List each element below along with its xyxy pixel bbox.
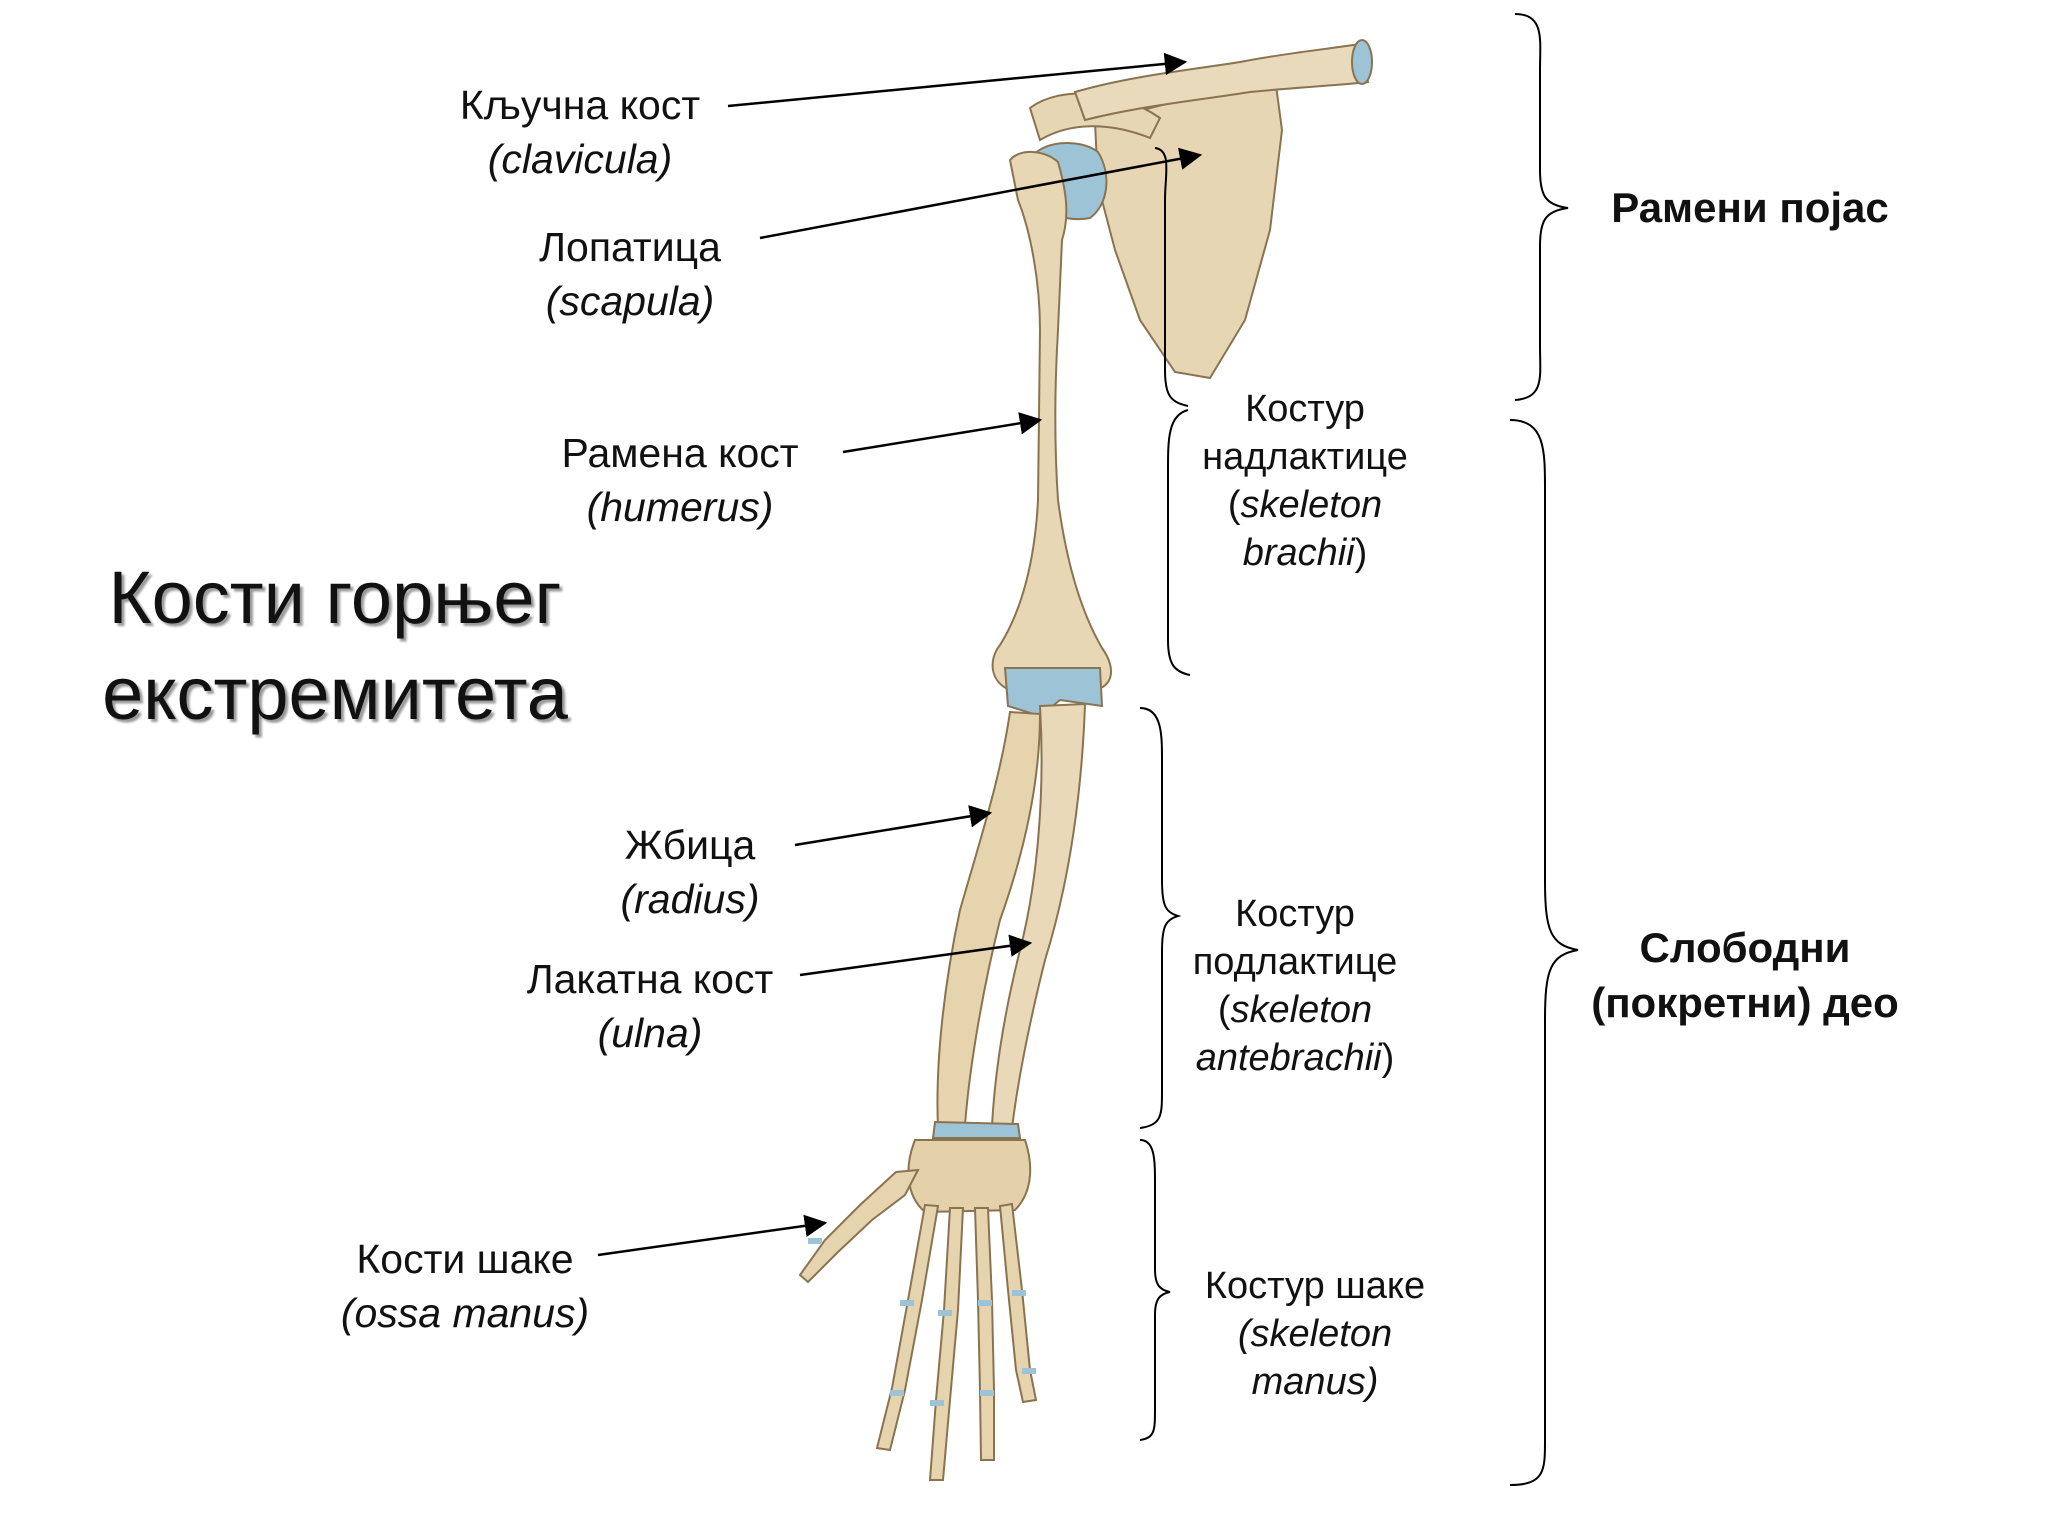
- subgroup-manus: Костур шаке (skeleton manus): [1180, 1262, 1450, 1406]
- thumb-bones: [798, 1168, 920, 1284]
- label-clavicula-latin: (clavicula): [487, 136, 673, 182]
- subgroup-brachii-line1: Костур: [1245, 388, 1365, 430]
- brace-humerus-loop: [1154, 147, 1189, 407]
- elbow-cartilage: [1003, 667, 1104, 718]
- label-humerus-name: Рамена кост: [561, 430, 799, 476]
- subgroup-antebrachii: Костур подлактице (skeleton antebrachii): [1165, 890, 1425, 1082]
- page-title: Кости горњег екстремитета: [55, 550, 615, 742]
- group-shoulder-girdle: Рамени појас: [1590, 180, 1910, 235]
- brace-manus: [1139, 1139, 1171, 1441]
- skeleton-illustration: [798, 39, 1373, 1481]
- acromioclavicular-cartilage: [1351, 39, 1373, 85]
- finger-bones: [875, 1202, 1038, 1481]
- label-manus-name: Кости шаке: [356, 1236, 574, 1282]
- label-clavicula: Кључна кост (clavicula): [430, 78, 730, 186]
- page-title-line1: Кости горњег: [108, 556, 562, 639]
- label-scapula-latin: (scapula): [545, 278, 715, 324]
- label-manus-latin: (ossa manus): [340, 1290, 590, 1336]
- humerus-arrow: [842, 412, 1043, 454]
- label-ulna-latin: (ulna): [597, 1010, 703, 1056]
- group-shoulder-girdle-text: Рамени појас: [1611, 184, 1889, 231]
- brace-brachii: [1167, 409, 1191, 676]
- group-free-part: Слободни (покретни) део: [1565, 920, 1925, 1030]
- label-radius-latin: (radius): [620, 876, 760, 922]
- subgroup-brachii: Костур надлактице (skeleton brachii): [1175, 385, 1435, 577]
- radius-bone: [936, 710, 1042, 1130]
- subgroup-brachii-line4: brachii): [1242, 532, 1368, 574]
- label-manus: Кости шаке (ossa manus): [315, 1232, 615, 1340]
- carpal-bones: [907, 1139, 1032, 1214]
- pointer-arrows: [597, 52, 1203, 1257]
- label-radius-name: Жбица: [624, 822, 756, 868]
- label-humerus: Рамена кост (humerus): [530, 426, 830, 534]
- clavicula-arrow: [727, 52, 1188, 108]
- finger-joint-cartilage: [808, 1238, 1036, 1406]
- subgroup-antebrachii-line1: Костур: [1235, 893, 1355, 935]
- ulna-arrow: [799, 934, 1033, 977]
- label-ulna-name: Лакатна кост: [526, 956, 774, 1002]
- label-clavicula-name: Кључна кост: [459, 82, 701, 128]
- label-ulna: Лакатна кост (ulna): [500, 952, 800, 1060]
- page-title-line2: екстремитета: [102, 652, 568, 735]
- label-radius: Жбица (radius): [590, 818, 790, 926]
- subgroup-antebrachii-line2: подлактице: [1192, 941, 1398, 983]
- group-free-part-line1: Слободни: [1639, 924, 1851, 971]
- brace-antebrachii: [1139, 707, 1182, 1129]
- subgroup-antebrachii-line4: antebrachii): [1195, 1037, 1395, 1079]
- label-humerus-latin: (humerus): [586, 484, 774, 530]
- label-scapula: Лопатица (scapula): [505, 220, 755, 328]
- manus-arrow: [597, 1214, 828, 1257]
- curly-braces: [1139, 13, 1579, 1486]
- subgroup-brachii-line3: (skeleton: [1227, 484, 1383, 526]
- subgroup-antebrachii-line3: (skeleton: [1217, 989, 1373, 1031]
- radius-arrow: [794, 805, 993, 847]
- subgroup-manus-line3: manus): [1251, 1361, 1379, 1403]
- humerus-bone: [991, 151, 1112, 691]
- scapula-arrow: [759, 147, 1203, 240]
- brace-shoulder-girdle: [1514, 13, 1569, 401]
- subgroup-brachii-line2: надлактице: [1202, 436, 1408, 478]
- label-scapula-name: Лопатица: [539, 224, 721, 270]
- subgroup-manus-line1: Костур шаке: [1204, 1265, 1426, 1307]
- group-free-part-line2: (покретни) део: [1591, 979, 1899, 1026]
- subgroup-manus-line2: (skeleton: [1237, 1313, 1393, 1355]
- brace-free-part: [1509, 419, 1579, 1486]
- wrist-cartilage: [931, 1120, 1022, 1139]
